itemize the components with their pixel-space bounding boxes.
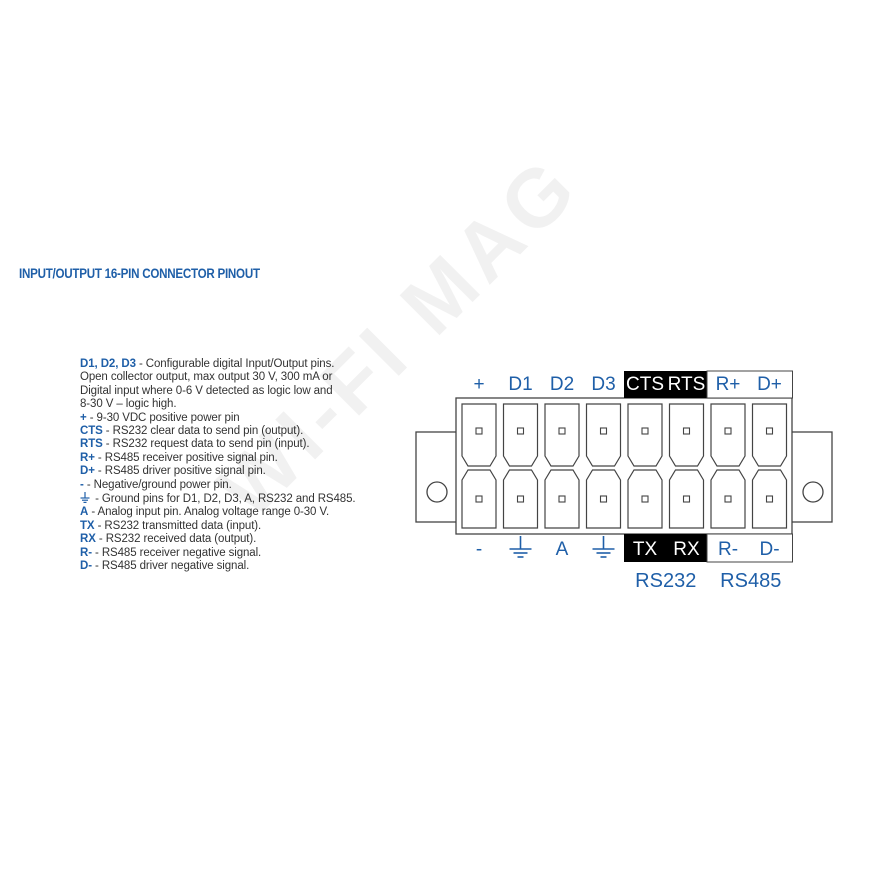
pin-bottom-hole: [475, 495, 483, 503]
legend-line: RTS - RS232 request data to send pin (in…: [80, 438, 380, 451]
pin-label-top: D2: [550, 374, 574, 395]
legend-text: - RS485 receiver negative signal.: [91, 546, 262, 559]
pin-bottom-hole: [724, 495, 732, 503]
legend-line: - - Negative/ground power pin.: [80, 479, 380, 492]
legend-text: - Negative/ground power pin.: [83, 478, 232, 491]
legend-line: R+ - RS485 receiver positive signal pin.: [80, 452, 380, 465]
pin-label-top: D1: [508, 374, 532, 395]
legend-line: 8-30 V – logic high.: [80, 398, 380, 411]
pin-top-block: [627, 403, 663, 467]
legend-key: TX: [80, 519, 95, 532]
pin-bottom-hole: [516, 495, 525, 503]
pin-label-bottom: -: [476, 539, 482, 560]
pin-label-top: CTS: [626, 374, 664, 395]
legend-key: R+: [80, 451, 95, 464]
legend-key: D1, D2, D3: [80, 358, 136, 370]
legend-line: D- - RS485 driver negative signal.: [80, 560, 380, 573]
legend-text: - 9-30 VDC positive power pin: [86, 411, 240, 424]
pin-top-block: [710, 403, 746, 467]
left-flange: [415, 431, 463, 523]
legend-text: 8-30 V – logic high.: [80, 398, 177, 411]
pin-top-hole: [765, 427, 774, 435]
legend-text: - RS232 transmitted data (input).: [94, 519, 262, 532]
boxed-label-frame: [706, 533, 793, 563]
legend-text: Digital input where 0-6 V detected as lo…: [80, 384, 333, 397]
page-title: INPUT/OUTPUT 16-PIN CONNECTOR PINOUT: [19, 266, 260, 281]
pin-top-block: [668, 403, 705, 467]
pin-top-block: [544, 403, 580, 467]
inverted-label-bg: [624, 534, 708, 562]
pin-top-hole: [558, 427, 566, 435]
legend-line: Digital input where 0-6 V detected as lo…: [80, 385, 380, 398]
pin-top-block: [502, 403, 539, 467]
pin-legend: D1, D2, D3 - Configurable digital Input/…: [80, 358, 380, 574]
legend-line: R- - RS485 receiver negative signal.: [80, 547, 380, 560]
legend-key: +: [80, 411, 87, 424]
pin-top-block: [461, 403, 497, 467]
legend-text: - Analog input pin. Analog voltage range…: [88, 506, 330, 519]
pin-label-bottom: D-: [759, 539, 779, 560]
right-flange: [789, 431, 833, 523]
pin-top-block: [585, 403, 622, 467]
pin-bottom-hole: [682, 495, 691, 503]
legend-key: RX: [80, 533, 96, 546]
legend-key: D+: [80, 465, 95, 478]
pin-label-bottom: R-: [718, 539, 738, 560]
legend-line: D+ - RS485 driver positive signal pin.: [80, 465, 380, 478]
pin-top-block: [751, 403, 788, 467]
pin-top-hole: [641, 427, 649, 435]
legend-text: - RS485 receiver positive signal pin.: [94, 451, 278, 464]
legend-line: D1, D2, D3 - Configurable digital Input/…: [80, 358, 380, 371]
pin-bottom-hole: [765, 495, 774, 503]
legend-key: RTS: [80, 438, 103, 451]
legend-text: - RS232 clear data to send pin (output).: [102, 425, 304, 438]
pin-label-bottom: RX: [673, 539, 700, 560]
legend-text: - RS232 request data to send pin (input)…: [102, 438, 310, 451]
legend-key: CTS: [80, 425, 103, 438]
legend-key: A: [80, 506, 89, 519]
group-label: RS485: [720, 570, 781, 592]
legend-key: R-: [80, 546, 92, 559]
left-mount-hole: [426, 481, 448, 503]
ground-icon: [80, 492, 90, 504]
pin-top-hole: [599, 427, 608, 435]
pin-label-top: R+: [716, 374, 741, 395]
legend-line: Open collector output, max output 30 V, …: [80, 371, 380, 384]
legend-key: D-: [80, 560, 92, 573]
pin-label-bottom: TX: [633, 539, 658, 560]
pin-label-bottom: A: [556, 539, 569, 560]
pin-bottom-hole: [641, 495, 649, 503]
pin-top-hole: [682, 427, 691, 435]
pin-label-top: D+: [757, 374, 782, 395]
legend-line: A - Analog input pin. Analog voltage ran…: [80, 506, 380, 519]
legend-line: RX - RS232 received data (output).: [80, 533, 380, 546]
legend-text: - RS485 driver positive signal pin.: [94, 465, 266, 478]
pin-top-hole: [724, 427, 732, 435]
boxed-label-frame: [706, 370, 793, 399]
pin-label-top: RTS: [668, 374, 706, 395]
legend-text: - RS485 driver negative signal.: [91, 560, 250, 573]
right-mount-hole: [802, 481, 824, 503]
inverted-label-bg: [624, 371, 708, 398]
legend-text: - Configurable digital Input/Output pins…: [135, 358, 335, 370]
pin-top-hole: [516, 427, 525, 435]
pin-bottom-hole: [558, 495, 566, 503]
legend-text: - Ground pins for D1, D2, D3, A, RS232 a…: [92, 493, 356, 506]
legend-line: TX - RS232 transmitted data (input).: [80, 520, 380, 533]
pin-bottom-hole: [599, 495, 608, 503]
legend-line: + - 9-30 VDC positive power pin: [80, 412, 380, 425]
legend-text: - RS232 received data (output).: [95, 533, 257, 546]
legend-line: CTS - RS232 clear data to send pin (outp…: [80, 425, 380, 438]
pin-label-top: +: [473, 374, 484, 395]
group-label: RS232: [635, 570, 696, 592]
pin-label-top: D3: [591, 374, 615, 395]
legend-text: Open collector output, max output 30 V, …: [80, 371, 333, 384]
legend-key: -: [80, 478, 84, 491]
legend-line: - Ground pins for D1, D2, D3, A, RS232 a…: [80, 492, 380, 506]
pin-top-hole: [475, 427, 483, 435]
